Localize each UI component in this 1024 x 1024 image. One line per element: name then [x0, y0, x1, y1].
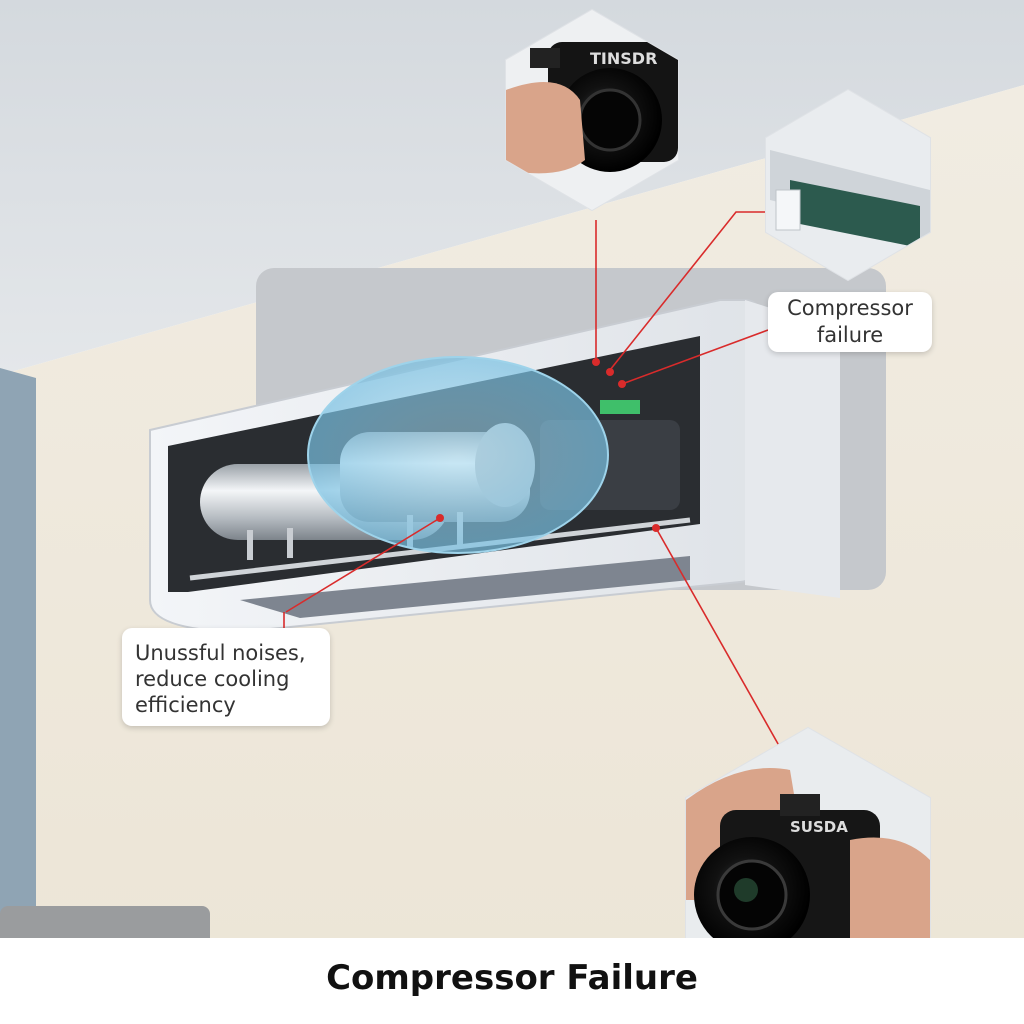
camera-top-brand: TINSDR: [590, 49, 657, 68]
unit-detail-hexagon: [765, 88, 931, 282]
page-title: Compressor Failure: [326, 958, 698, 998]
highlight-bubble: [307, 356, 609, 554]
ceiling: [0, 0, 1024, 375]
camera-icon: SUSDA: [694, 794, 880, 953]
callout-line: Compressor: [787, 296, 913, 320]
pointer-lines: [283, 211, 787, 759]
callout-line: efficiency: [135, 693, 236, 717]
compressor-failure-callout: Compressor failure: [768, 292, 932, 352]
callout-line: reduce cooling: [135, 667, 290, 691]
sofa-edge: [0, 906, 210, 946]
noises-callout: Unussful noises, reduce cooling efficien…: [122, 628, 330, 726]
caption-band: [0, 938, 1024, 1024]
callout-line: Unussful noises,: [135, 641, 306, 665]
camera-top-hexagon: TINSDR: [505, 8, 679, 212]
callout-line: failure: [816, 323, 884, 347]
side-wall: [0, 368, 36, 1024]
camera-bottom-brand: SUSDA: [790, 818, 848, 836]
